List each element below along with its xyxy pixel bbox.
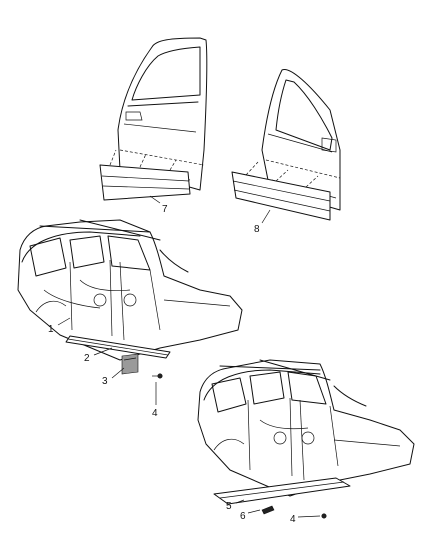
fastener-4a bbox=[152, 373, 163, 379]
front-door-molding bbox=[231, 161, 331, 221]
callout-3: 3 bbox=[102, 376, 108, 387]
body-shell-sill bbox=[65, 335, 171, 359]
callout-2: 2 bbox=[84, 353, 90, 364]
callout-1: 1 bbox=[48, 324, 54, 335]
rear-door bbox=[117, 37, 208, 191]
callout-8: 8 bbox=[254, 224, 260, 235]
rear-door-molding bbox=[99, 149, 191, 201]
lower-bracket-3 bbox=[121, 353, 139, 375]
callout-4-upper: 4 bbox=[152, 408, 158, 419]
running-board-5 bbox=[213, 477, 351, 505]
callout-4-lower: 4 bbox=[290, 514, 296, 525]
body-shell-upper bbox=[17, 219, 243, 361]
callout-5: 5 bbox=[226, 501, 232, 512]
body-shell-roof-rails bbox=[39, 219, 161, 241]
callout-7: 7 bbox=[162, 204, 168, 215]
callout-leaders bbox=[57, 195, 321, 518]
fastener-6 bbox=[261, 505, 275, 515]
fastener-4b bbox=[321, 513, 327, 519]
body-shell-lower bbox=[197, 359, 415, 497]
body-shell-lower-roof-rails bbox=[219, 359, 331, 381]
callout-6: 6 bbox=[240, 511, 246, 522]
